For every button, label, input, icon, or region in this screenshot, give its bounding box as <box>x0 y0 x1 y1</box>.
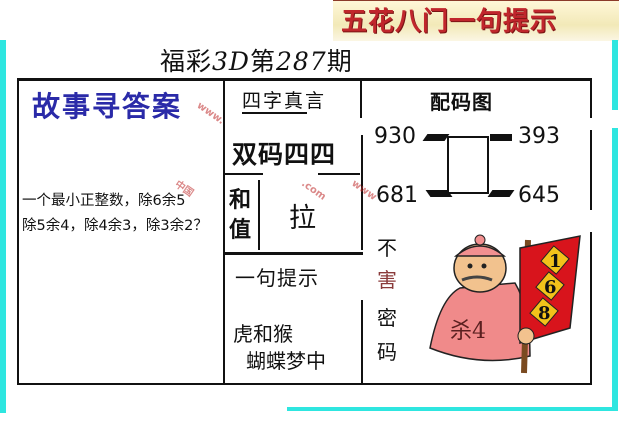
watermark-stamp: www <box>349 178 379 203</box>
hint-poem-line-1: 虎和猴 <box>233 322 293 346</box>
pairing-heading: 配码图 <box>430 90 493 114</box>
grid-row-hint-top <box>223 252 363 255</box>
pairing-bottom-left: 681 <box>376 183 418 208</box>
title-suffix: 期 <box>326 47 353 76</box>
one-hint-label: 一句提示 <box>235 266 319 290</box>
banner: 五花八门一句提示 <box>333 0 619 41</box>
connector-top-left <box>422 134 450 141</box>
grid-row-sum-top-b <box>318 173 360 175</box>
hint-poem-line-2: 蝴蝶梦中 <box>246 349 326 373</box>
sum-label-top: 和 <box>229 188 252 213</box>
riddle-line-1: 一个最小正整数，除6余5 <box>22 193 186 209</box>
four-char-heading: 四字真言 <box>242 90 327 112</box>
pairing-bottom-right: 645 <box>518 183 560 208</box>
sum-value: 拉 <box>289 203 316 234</box>
watermark-stamp: www. <box>194 100 227 127</box>
kill-number: 杀4 <box>450 319 486 344</box>
grid-sum-divider <box>258 180 260 250</box>
grid-left-2 <box>17 313 19 385</box>
flag-number-1: 1 <box>549 251 562 272</box>
cyan-frame-right-lower <box>612 128 618 410</box>
grid-col2-b <box>361 135 363 250</box>
connector-bottom-right <box>487 190 515 197</box>
title-game: 3D <box>212 47 250 76</box>
vertical-char-3: 密 <box>377 306 397 330</box>
grid-col2 <box>360 78 362 118</box>
pairing-top-left: 930 <box>374 124 416 149</box>
vertical-char-2: 害 <box>377 268 397 292</box>
grid-right-b <box>590 130 592 210</box>
banner-title: 五花八门一句提示 <box>341 7 558 37</box>
title-prefix: 福彩 <box>160 47 213 76</box>
four-char-phrase: 双码四四 <box>232 140 337 169</box>
vertical-char-4: 码 <box>377 340 397 364</box>
cyan-frame-right <box>612 40 618 110</box>
page-title: 福彩3D第287期 <box>160 42 353 78</box>
heading-underline <box>242 112 307 114</box>
grid-col2-c <box>361 300 363 385</box>
grid-col1 <box>223 78 225 328</box>
title-mid: 第 <box>249 47 276 76</box>
connector-top-right <box>490 134 512 141</box>
grid-bottom <box>17 383 592 385</box>
flag-number-2: 6 <box>544 277 557 298</box>
riddle-line-2: 除5余4，除4余3，除3余2？ <box>22 218 208 234</box>
sum-label-bottom: 值 <box>229 218 252 243</box>
grid-top <box>17 78 592 81</box>
vertical-char-1: 不 <box>377 236 397 260</box>
pairing-top-right: 393 <box>518 124 560 149</box>
cyan-frame-bottom <box>287 407 618 411</box>
grid-left <box>17 78 19 358</box>
connector-box <box>447 136 489 194</box>
cyan-frame-left <box>0 40 6 413</box>
story-title: 故事寻答案 <box>32 90 183 123</box>
grid-row-sum-top <box>223 173 263 175</box>
flag-number-3: 8 <box>538 303 551 324</box>
mascot-illustration: 1 6 8 杀4 <box>429 234 581 374</box>
grid-right <box>590 78 592 118</box>
grid-right-c <box>590 232 592 385</box>
title-issue: 287 <box>275 47 327 76</box>
vertical-code: 不 害 密 码 <box>377 232 403 366</box>
grid-col1-b <box>223 313 225 385</box>
